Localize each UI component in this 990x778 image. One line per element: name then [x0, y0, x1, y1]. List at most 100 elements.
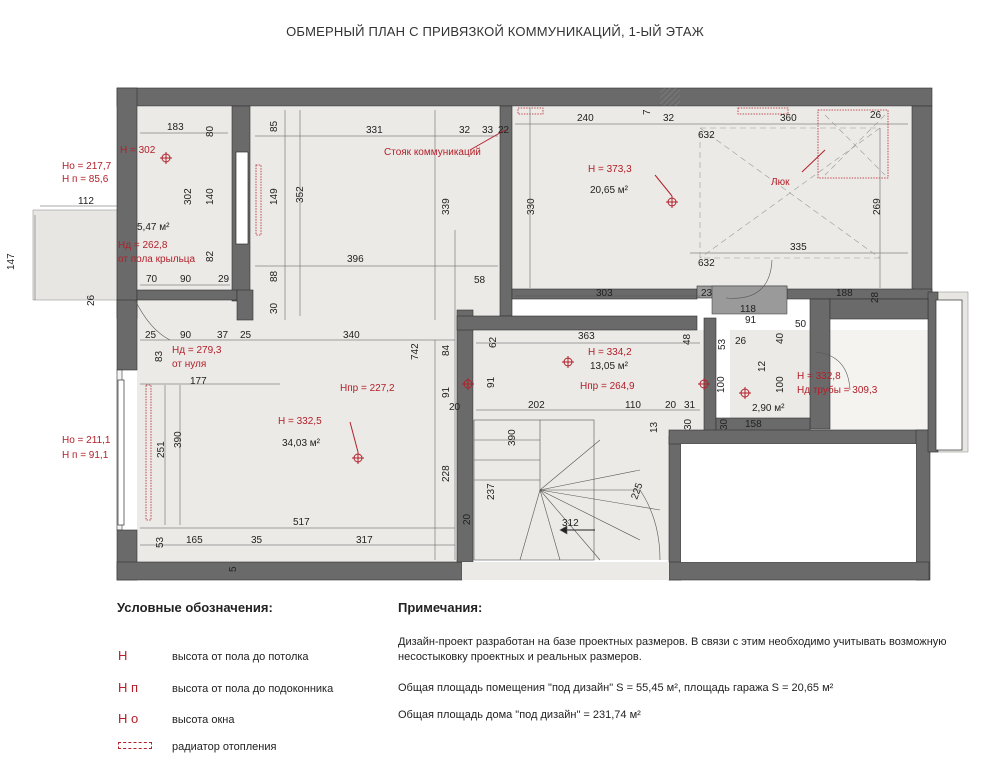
floor-plan: 183 80 85 331 32 33 22 240 7 32 632 360 … [6, 87, 969, 581]
dim: 91 [745, 315, 757, 326]
dim: 331 [366, 125, 383, 136]
note-line: Общая площадь дома "под дизайн" = 231,74… [398, 709, 641, 721]
entry-door-height: Нд = 262,8 [118, 240, 168, 251]
entry-door-note: от пола крыльца [118, 254, 196, 265]
dim: 26 [86, 294, 97, 306]
dim: 26 [870, 110, 882, 121]
dim: 25 [145, 330, 157, 341]
dim: 360 [780, 113, 797, 124]
windows [117, 151, 963, 526]
hall-opening-height: Нпр = 264,9 [580, 381, 635, 392]
garage-height: Н = 373,3 [588, 164, 632, 175]
dim: 12 [757, 360, 768, 372]
wc-pipe-height: Нд трубы = 309,3 [797, 384, 878, 396]
dim: 147 [6, 253, 17, 270]
dim: 396 [347, 254, 364, 265]
dim: 83 [154, 350, 165, 362]
note-line: Дизайн-проект разработан на базе проектн… [398, 636, 947, 663]
dim: 335 [790, 242, 807, 253]
dim: 100 [716, 376, 727, 393]
page-title: ОБМЕРНЫЙ ПЛАН С ПРИВЯЗКОЙ КОММУНИКАЦИЙ, … [286, 24, 704, 39]
dim: 363 [578, 331, 595, 342]
dim: 30 [683, 418, 694, 430]
dim: 28 [870, 291, 881, 303]
dim: 32 [663, 113, 675, 124]
legend-text: высота окна [172, 714, 235, 726]
dim: 20 [665, 400, 677, 411]
living-door-height: Нд = 279,3 [172, 345, 222, 356]
legend-symbol-hp: Н п [118, 680, 139, 695]
living-opening-height: Нпр = 227,2 [340, 383, 395, 394]
living-area: 34,03 м² [282, 438, 321, 449]
dim: 517 [293, 517, 310, 528]
garage-area: 20,65 м² [590, 185, 629, 196]
radiators [145, 107, 889, 521]
dim: 30 [269, 302, 280, 314]
floors [137, 107, 935, 562]
legend-text: радиатор отопления [172, 741, 277, 753]
dim: 20 [462, 513, 473, 525]
dim: 5 [228, 566, 239, 572]
dim: 33 [482, 125, 494, 136]
living-door-note: от нуля [172, 359, 206, 370]
dim: 340 [343, 330, 360, 341]
porch [32, 209, 118, 301]
dim: 85 [269, 120, 280, 132]
dim: 158 [745, 419, 762, 430]
dim: 165 [186, 535, 203, 546]
hall-area: 13,05 м² [590, 361, 629, 372]
dim: 240 [577, 113, 594, 124]
dim: 25 [240, 330, 252, 341]
legend-symbol-ho: Н о [118, 711, 139, 726]
dim: 177 [190, 376, 207, 387]
dim: 23 [701, 288, 713, 299]
dim: 35 [251, 535, 263, 546]
room-annotations: Н = 302 Но = 217,7 Н п = 85,6 5,47 м² Нд… [62, 145, 878, 461]
dim: 58 [474, 275, 486, 286]
living-sill-height: Н п = 91,1 [62, 450, 109, 461]
dim: 53 [155, 536, 166, 548]
dim: 632 [698, 130, 715, 141]
dim: 269 [872, 198, 883, 215]
dim: 302 [183, 188, 194, 205]
dim: 29 [218, 274, 230, 285]
dim: 112 [78, 196, 94, 207]
dim: 149 [269, 188, 280, 205]
garage-lower [681, 444, 916, 562]
dim: 62 [488, 336, 499, 348]
wc-area: 2,90 м² [752, 403, 785, 414]
legend-text: высота от пола до потолка [172, 651, 309, 663]
dim: 91 [486, 376, 497, 388]
dim: 20 [449, 402, 461, 413]
dim: 31 [684, 400, 696, 411]
doors [134, 259, 851, 391]
dim: 237 [486, 483, 497, 500]
dim: 140 [205, 188, 216, 205]
living-height: Н = 332,5 [278, 416, 322, 427]
dim: 80 [205, 125, 216, 137]
hall-height: Н = 334,2 [588, 347, 632, 358]
dim: 13 [649, 421, 660, 433]
dim: 40 [775, 332, 786, 344]
entry-height: Н = 302 [120, 145, 156, 156]
dim: 32 [459, 125, 471, 136]
shaft-hatch [660, 88, 680, 106]
living-window-height: Но = 211,1 [62, 435, 111, 446]
notes-heading: Примечания: [398, 600, 483, 615]
dim: 37 [217, 330, 229, 341]
dim: 330 [526, 198, 537, 215]
dim: 70 [146, 274, 158, 285]
note-line: Общая площадь помещения "под дизайн" S =… [398, 682, 834, 694]
dim: 228 [441, 465, 452, 482]
dim: 110 [625, 400, 641, 411]
dim: 30 [719, 418, 730, 430]
dim: 90 [180, 274, 192, 285]
dim: 339 [441, 198, 452, 215]
dim: 84 [441, 344, 452, 356]
entry-window-height: Но = 217,7 [62, 161, 112, 172]
dim: 303 [596, 288, 613, 299]
dim: 352 [295, 186, 306, 203]
stairs [473, 419, 661, 561]
dim: 317 [356, 535, 373, 546]
dim: 91 [441, 386, 452, 398]
